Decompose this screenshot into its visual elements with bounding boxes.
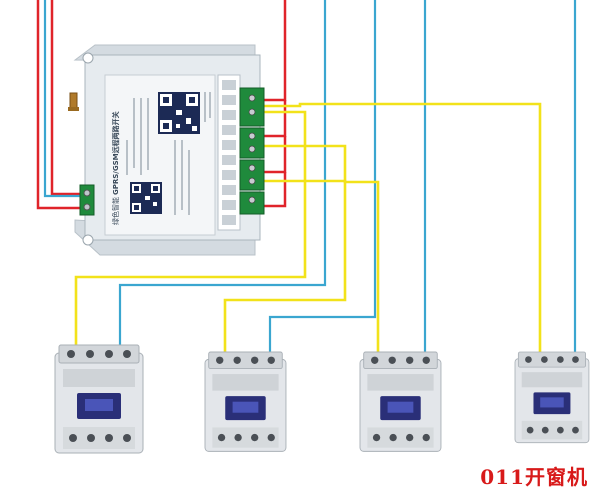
contactor-4: [514, 351, 590, 444]
blue-wire-1: [118, 0, 327, 355]
qr-code-top: [158, 92, 200, 134]
red-wire-left-outer: [36, 0, 88, 210]
qr-code-bottom: [130, 182, 162, 214]
red-wire-r1: [262, 0, 287, 102]
terminal-labels: [222, 80, 236, 225]
blue-wire-left: [43, 0, 88, 198]
contactor-2: [204, 351, 287, 452]
red-wire-r3: [262, 136, 287, 174]
instruction-text-lines: [126, 92, 211, 215]
yellow-wire-3: [262, 102, 542, 360]
contactor-3: [359, 351, 442, 452]
antenna-icon: [69, 92, 78, 110]
yellow-wires: [74, 102, 542, 360]
contactor-1: [54, 344, 144, 454]
gsm-switch-module: GPRS/GSM远程两路开关 绿色智能: [68, 44, 265, 256]
mount-hole-top: [82, 52, 94, 64]
mount-hole-bottom: [82, 234, 94, 246]
red-wires-right: [262, 0, 287, 208]
blue-wires-right: [118, 0, 577, 360]
module-brand: 绿色智能: [111, 197, 120, 225]
red-wires-left: [36, 0, 90, 210]
blue-wire-2: [268, 0, 377, 360]
yellow-wire-1: [74, 110, 307, 352]
module-title: GPRS/GSM远程两路开关: [111, 111, 120, 195]
diagram-caption: 011开窗机: [480, 465, 588, 489]
power-terminal-block: [79, 184, 95, 216]
red-wire-left-inner: [50, 0, 90, 196]
yellow-wire-2: [223, 144, 347, 360]
red-wire-r4: [262, 172, 287, 208]
output-terminal-blocks: [239, 87, 265, 215]
yellow-wire-4: [262, 179, 380, 360]
